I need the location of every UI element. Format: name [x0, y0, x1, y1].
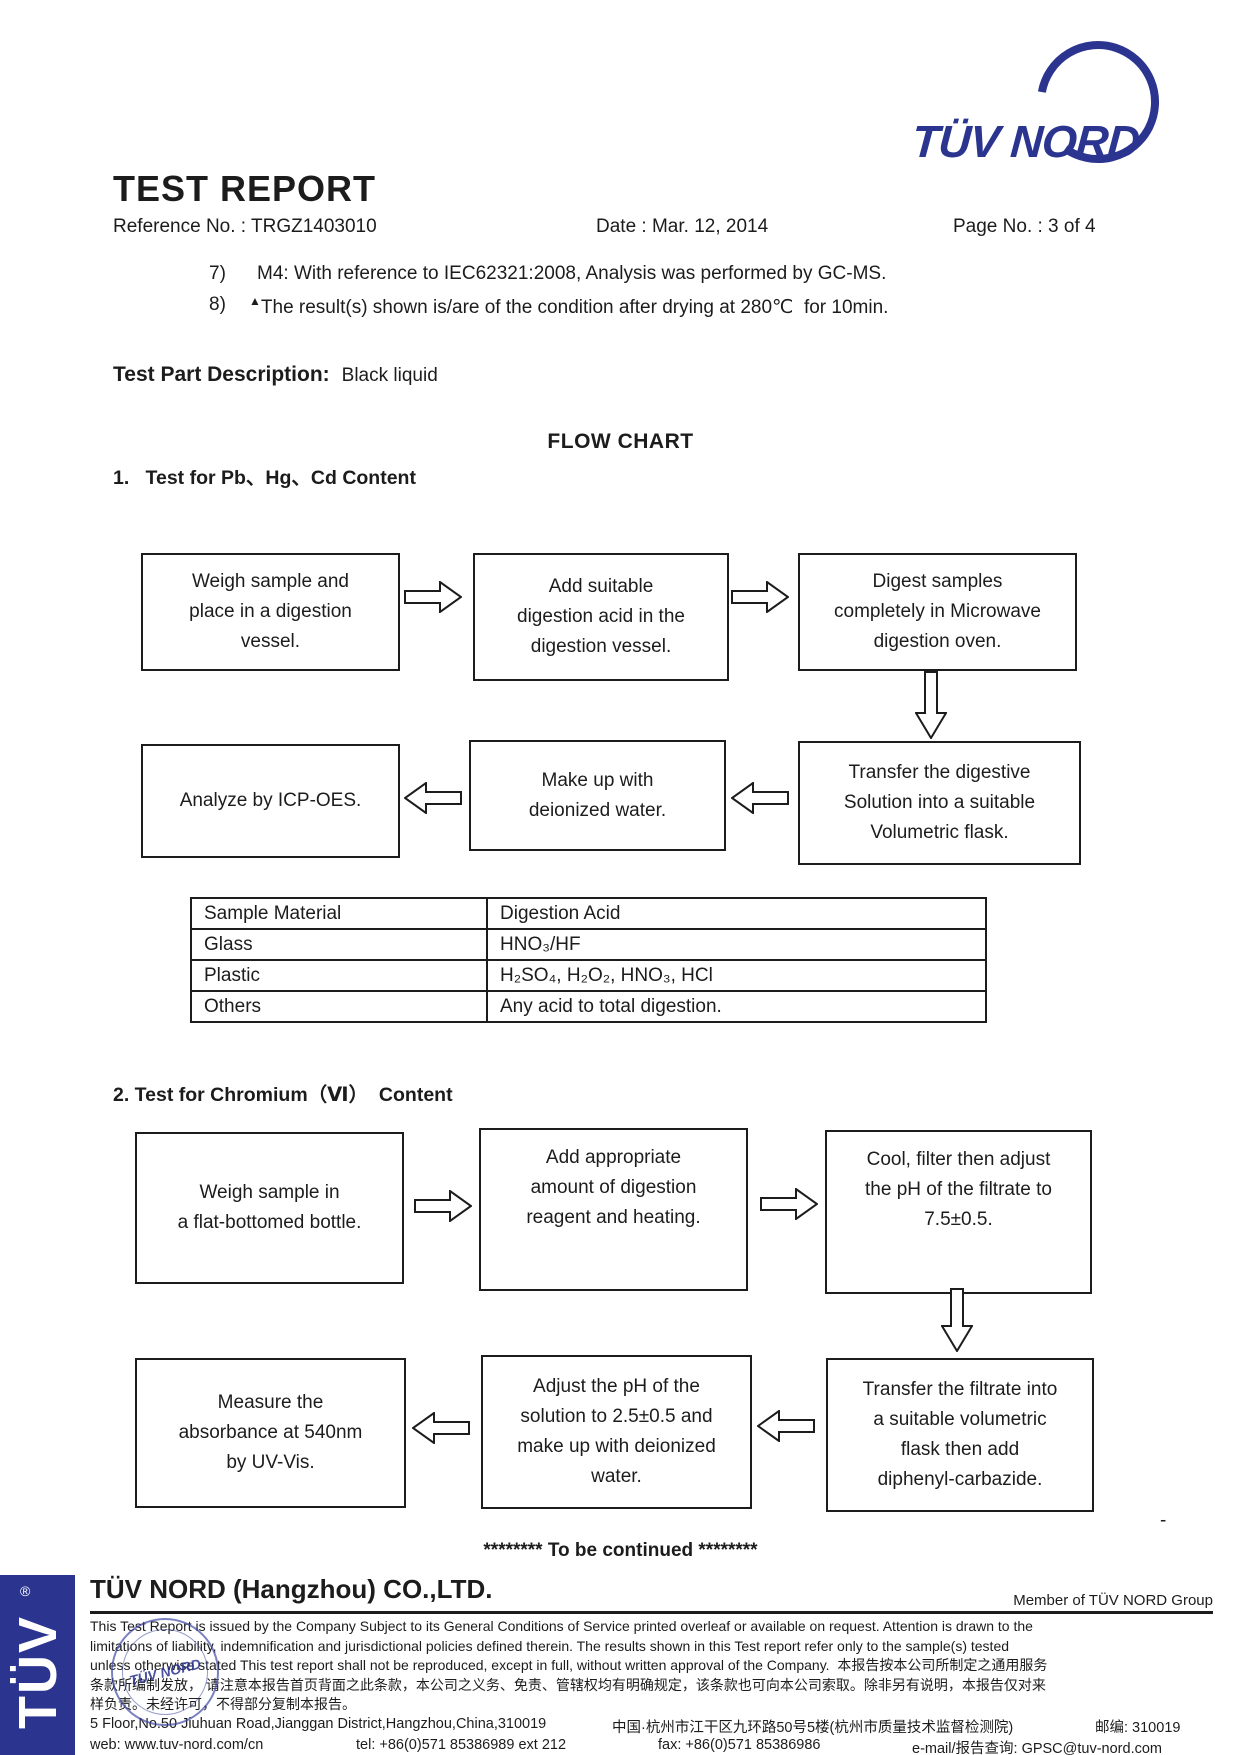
footer-telephone: tel: +86(0)571 85386989 ext 212 [356, 1737, 567, 1753]
footer-address-cn: 中国·杭州市江干区九环路50号5楼(杭州市质量技术监督检测院) [612, 1720, 1014, 1736]
arrow-left-icon [756, 1409, 815, 1443]
tuv-sidebar-logo: ® TÜV [0, 1575, 75, 1755]
arrow-right-icon [731, 580, 790, 614]
disclaimer-line: 条款所编制发放， 请注意本报告首页背面之此条款，本公司之义务、免责、管辖权均有明… [90, 1676, 1046, 1693]
footer-email: e-mail/报告查询: GPSC@tuv-nord.com [912, 1741, 1162, 1755]
table-row: Plastic H₂SO₄, H₂O₂, HNO₃, HCl [190, 959, 987, 992]
arrow-left-icon [403, 781, 462, 815]
table-cell: Plastic [190, 959, 488, 992]
company-stamp-icon: TÜV NORD [111, 1618, 219, 1726]
flow-box-add-reagent: Add appropriate amount of digestion reag… [479, 1128, 748, 1291]
test-part-value: Black liquid [341, 365, 438, 386]
section-1-heading: 1. Test for Pb、Hg、Cd Content [113, 467, 416, 489]
footer-postal-code: 邮编: 310019 [1095, 1720, 1181, 1736]
flow-box-weigh-sample: Weigh sample and place in a digestion ve… [141, 553, 400, 671]
stamp-inner-ring [122, 1629, 208, 1715]
arrow-right-icon [404, 580, 463, 614]
arrow-right-icon [414, 1189, 473, 1223]
flow-box-make-up-water: Make up with deionized water. [469, 740, 726, 851]
flow-box-add-acid: Add suitable digestion acid in the diges… [473, 553, 729, 681]
table-row: Others Any acid to total digestion. [190, 990, 987, 1023]
flow-box-cool-filter: Cool, filter then adjust the pH of the f… [825, 1130, 1092, 1294]
table-header-sample-material: Sample Material [190, 897, 488, 930]
section-2-heading: 2. Test for Chromium（Ⅵ） Content [113, 1084, 453, 1106]
triangle-marker-icon: ▲ [249, 294, 261, 308]
tuv-nord-logo: TÜV NORD [910, 116, 1141, 167]
footer-disclaimer: This Test Report is issued by the Compan… [90, 1617, 1215, 1715]
test-part-label: Test Part Description: [113, 363, 330, 386]
reference-number: Reference No. : TRGZ1403010 [113, 216, 377, 237]
tuv-vertical-text: TÜV [7, 1615, 68, 1730]
flow-box-transfer-solution: Transfer the digestive Solution into a s… [798, 741, 1081, 865]
table-row: Sample Material Digestion Acid [190, 897, 987, 930]
flow-chart-title: FLOW CHART [547, 430, 694, 453]
footer-divider [90, 1611, 1213, 1614]
flow-box-measure-absorbance: Measure the absorbance at 540nm by UV-Vi… [135, 1358, 406, 1508]
disclaimer-line: unless otherwise stated This test report… [90, 1657, 1048, 1673]
disclaimer-line: This Test Report is issued by the Compan… [90, 1618, 1033, 1634]
disclaimer-line: 样负责。未经许可，不得部分复制本报告。 [90, 1696, 356, 1712]
note-7-number: 7) [209, 263, 226, 284]
table-cell: Others [190, 990, 488, 1023]
digestion-acid-table: Sample Material Digestion Acid Glass HNO… [190, 897, 987, 1023]
table-cell: HNO₃/HF [486, 928, 987, 961]
table-cell: Glass [190, 928, 488, 961]
registered-mark-icon: ® [20, 1583, 31, 1599]
disclaimer-line: limitations of liability, indemnificatio… [90, 1637, 1010, 1654]
arrow-right-icon [760, 1187, 819, 1221]
stray-dash: - [1160, 1510, 1167, 1531]
footer-company-name: TÜV NORD (Hangzhou) CO.,LTD. [90, 1574, 493, 1604]
footer-website: web: www.tuv-nord.com/cn [90, 1737, 264, 1753]
flow-box-analyze-icp-oes: Analyze by ICP-OES. [141, 744, 400, 858]
footer-address-en: 5 Floor,No.50 Jiuhuan Road,Jianggan Dist… [90, 1716, 547, 1732]
tuv-nord-logo-arc-icon [1037, 41, 1160, 163]
note-8-number: 8) [209, 294, 226, 315]
test-part-description: Test Part Description: Black liquid [113, 363, 438, 387]
arrow-down-icon [940, 1288, 974, 1353]
arrow-down-icon [914, 671, 948, 740]
footer-member-text: Member of TÜV NORD Group [1013, 1592, 1213, 1609]
table-cell: Any acid to total digestion. [486, 990, 987, 1023]
report-date: Date : Mar. 12, 2014 [596, 216, 769, 237]
table-header-digestion-acid: Digestion Acid [486, 897, 987, 930]
page-number: Page No. : 3 of 4 [953, 216, 1096, 237]
flow-box-transfer-filtrate: Transfer the filtrate into a suitable vo… [826, 1358, 1094, 1512]
table-row: Glass HNO₃/HF [190, 928, 987, 961]
note-7-text: M4: With reference to IEC62321:2008, Ana… [257, 263, 887, 284]
footer-fax: fax: +86(0)571 85386986 [658, 1737, 821, 1753]
note-8-text: ▲The result(s) shown is/are of the condi… [249, 294, 889, 318]
flow-box-adjust-ph: Adjust the pH of the solution to 2.5±0.5… [481, 1355, 752, 1509]
to-be-continued: ******** To be continued ******** [483, 1540, 758, 1561]
page-title: TEST REPORT [113, 168, 377, 209]
arrow-left-icon [411, 1411, 470, 1445]
flow-box-digest-samples: Digest samples completely in Microwave d… [798, 553, 1077, 671]
arrow-left-icon [730, 781, 789, 815]
flow-box-weigh-sample-bottle: Weigh sample in a flat-bottomed bottle. [135, 1132, 404, 1284]
table-cell: H₂SO₄, H₂O₂, HNO₃, HCl [486, 959, 987, 992]
